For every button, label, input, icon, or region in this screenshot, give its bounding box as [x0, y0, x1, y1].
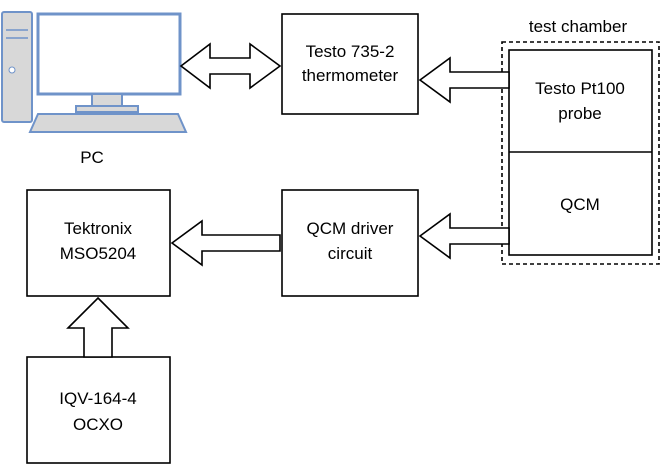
probe-label-line1: Testo Pt100	[535, 79, 625, 98]
probe-label-line2: probe	[558, 104, 601, 123]
driver-label-line1: QCM driver	[307, 219, 394, 238]
qcm-label: QCM	[560, 195, 600, 214]
ocxo-block: IQV-164-4 OCXO	[26, 356, 171, 464]
pc-label: PC	[80, 148, 104, 167]
chamber-title: test chamber	[529, 17, 628, 36]
ocxo-label-line2: OCXO	[73, 415, 123, 434]
oscilloscope-label-line1: Tektronix	[64, 219, 133, 238]
thermometer-label-line2: thermometer	[302, 66, 399, 85]
driver-to-oscilloscope-arrow	[170, 219, 281, 267]
ocxo-label-line1: IQV-164-4	[59, 389, 137, 408]
qcm-to-driver-arrow	[418, 212, 510, 260]
thermometer-block: Testo 735-2 thermometer	[281, 13, 419, 115]
thermometer-label-line1: Testo 735-2	[306, 42, 395, 61]
ocxo-to-oscilloscope-arrow	[66, 296, 130, 358]
driver-label-line2: circuit	[328, 244, 373, 263]
pc-thermometer-double-arrow	[179, 42, 282, 90]
pc-icon	[1, 11, 188, 133]
probe-to-thermometer-arrow	[418, 56, 510, 104]
oscilloscope-label-line2: MSO5204	[60, 244, 137, 263]
oscilloscope-block: Tektronix MSO5204	[26, 189, 171, 297]
test-chamber: test chamber Testo Pt100 probe QCM	[501, 17, 660, 265]
qcm-driver-block: QCM driver circuit	[281, 189, 419, 297]
